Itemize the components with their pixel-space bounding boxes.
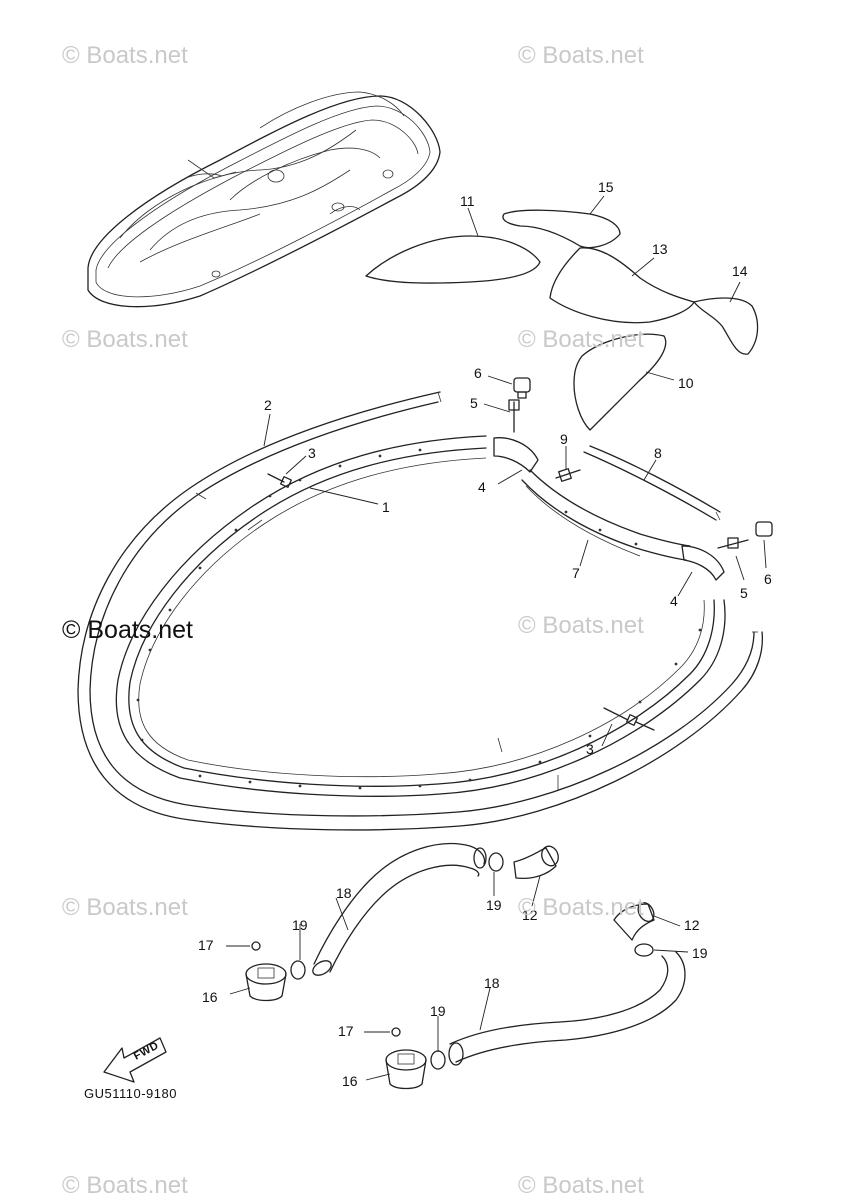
watermark-main: © Boats.net bbox=[62, 616, 193, 644]
clamp-19-upper-a bbox=[488, 852, 504, 872]
callout-5-upper: 5 bbox=[470, 395, 478, 411]
elbow-12-lower bbox=[613, 902, 655, 941]
elbow-12-upper bbox=[513, 845, 559, 880]
corner-piece-4-upper bbox=[493, 437, 539, 473]
cap-6-lower bbox=[755, 521, 773, 537]
hose-18-upper bbox=[312, 842, 487, 976]
rivet-holes bbox=[136, 448, 702, 790]
callout-1: 1 bbox=[382, 499, 390, 515]
callout-19-a: 19 bbox=[486, 897, 502, 913]
drain-plug-16-upper bbox=[245, 963, 287, 1002]
fwd-arrow-icon: FWD bbox=[103, 1037, 167, 1083]
clamp-19-lower-b bbox=[634, 943, 654, 957]
clamp-19-left bbox=[290, 960, 306, 980]
hose-18-lower bbox=[448, 951, 686, 1066]
watermark: © Boats.net bbox=[518, 326, 644, 353]
rivet-3-lower bbox=[603, 707, 655, 731]
rub-rail-7 bbox=[521, 469, 691, 561]
callout-7: 7 bbox=[572, 565, 580, 581]
callout-labels: 11 15 13 14 10 6 5 2 3 9 8 4 1 7 4 5 6 3… bbox=[198, 179, 772, 1089]
screw-5-lower bbox=[717, 537, 749, 549]
callout-15: 15 bbox=[598, 179, 614, 195]
diagram-code: GU51110-9180 bbox=[84, 1086, 177, 1101]
callout-17-lower: 17 bbox=[338, 1023, 354, 1039]
gunnel-outer-2 bbox=[77, 391, 764, 831]
callout-3-upper: 3 bbox=[308, 445, 316, 461]
callout-14: 14 bbox=[732, 263, 748, 279]
watermark: © Boats.net bbox=[518, 42, 644, 69]
callout-12-upper: 12 bbox=[522, 907, 538, 923]
callout-16-upper: 16 bbox=[202, 989, 218, 1005]
watermark: © Boats.net bbox=[62, 894, 188, 921]
callout-16-lower: 16 bbox=[342, 1073, 358, 1089]
callout-4-lower: 4 bbox=[670, 593, 678, 609]
watercraft-illustration bbox=[87, 91, 441, 308]
decal-14 bbox=[693, 297, 759, 355]
watermark: © Boats.net bbox=[518, 612, 644, 639]
callout-18-upper: 18 bbox=[336, 885, 352, 901]
clamp-19-bottom bbox=[430, 1050, 446, 1070]
callout-12-lower: 12 bbox=[684, 917, 700, 933]
gunnel-inner-1 bbox=[115, 435, 726, 797]
svg-text:FWD: FWD bbox=[132, 1040, 161, 1063]
callout-11: 11 bbox=[460, 193, 475, 209]
decal-15 bbox=[502, 209, 621, 249]
leader-lines bbox=[226, 195, 767, 1081]
callout-4-upper: 4 bbox=[478, 479, 486, 495]
callout-17-upper: 17 bbox=[198, 937, 214, 953]
corner-piece-4-lower bbox=[681, 545, 725, 581]
watermark: © Boats.net bbox=[518, 894, 644, 921]
callout-19-c: 19 bbox=[692, 945, 708, 961]
rivet-3-upper bbox=[267, 473, 292, 488]
screw-9 bbox=[555, 468, 581, 482]
callout-6-lower: 6 bbox=[764, 571, 772, 587]
callout-13: 13 bbox=[652, 241, 668, 257]
callout-19-b: 19 bbox=[292, 917, 308, 933]
callout-9: 9 bbox=[560, 431, 568, 447]
screw-5-upper bbox=[508, 399, 520, 433]
callout-3-lower: 3 bbox=[586, 741, 594, 757]
watermark: © Boats.net bbox=[62, 1172, 188, 1199]
callout-19-d: 19 bbox=[430, 1003, 446, 1019]
rub-rail-8 bbox=[583, 445, 721, 521]
watermark: © Boats.net bbox=[62, 42, 188, 69]
watermark: © Boats.net bbox=[62, 326, 188, 353]
callout-10: 10 bbox=[678, 375, 694, 391]
callout-8: 8 bbox=[654, 445, 662, 461]
callout-18-lower: 18 bbox=[484, 975, 500, 991]
screw-17-upper bbox=[251, 941, 261, 951]
callout-6-upper: 6 bbox=[474, 365, 482, 381]
callout-5-lower: 5 bbox=[740, 585, 748, 601]
cap-6-upper bbox=[513, 377, 531, 399]
decal-11 bbox=[365, 235, 541, 284]
screw-17-lower bbox=[391, 1027, 401, 1037]
decal-13 bbox=[549, 247, 695, 324]
drain-plug-16-lower bbox=[385, 1049, 427, 1090]
decal-10 bbox=[573, 333, 667, 431]
callout-2: 2 bbox=[264, 397, 272, 413]
watermark: © Boats.net bbox=[518, 1172, 644, 1199]
